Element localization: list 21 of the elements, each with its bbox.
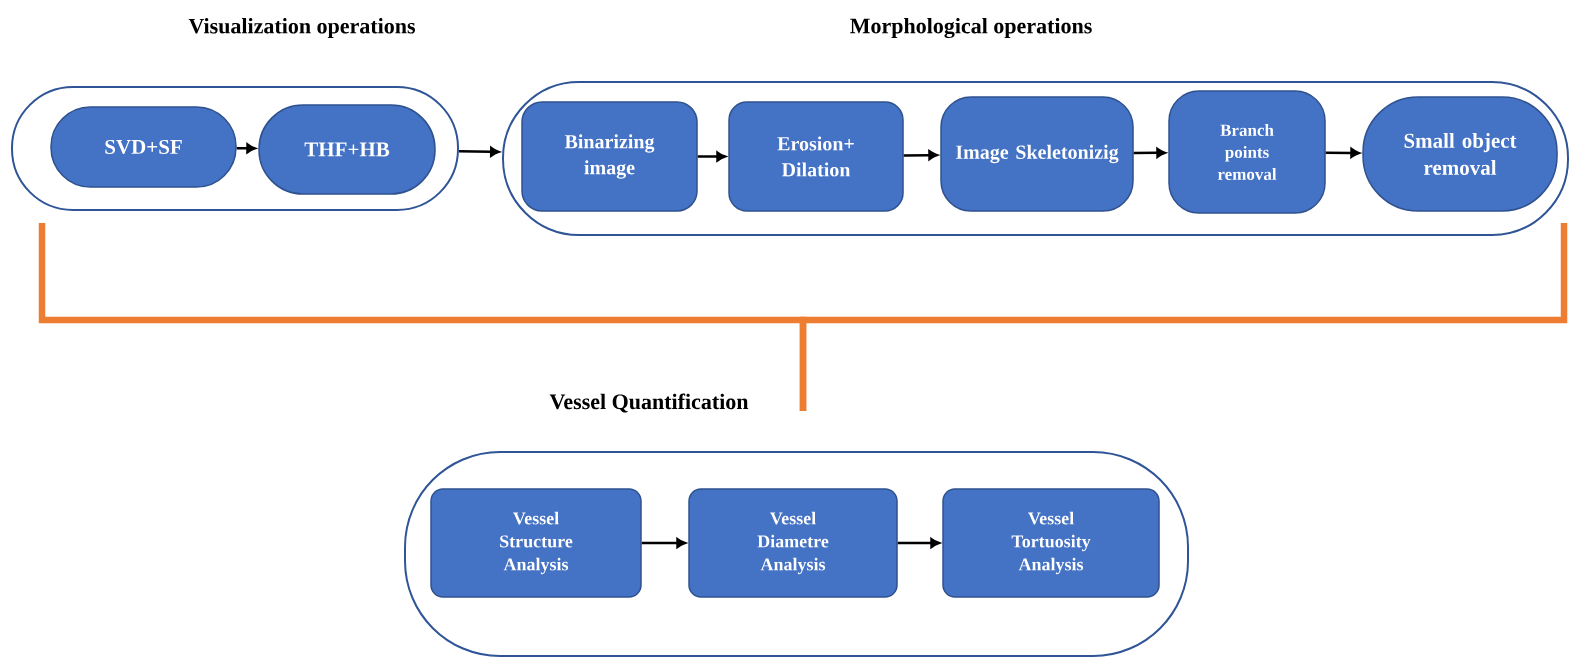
process-box: Vessel Structure Analysis	[430, 488, 642, 598]
process-box: Image Skeletonizig	[940, 96, 1134, 212]
group-heading: Morphological operations	[850, 17, 1092, 39]
arrow	[903, 150, 938, 161]
process-box: THF+HB	[258, 104, 436, 195]
group-heading: Visualization operations	[188, 18, 416, 38]
process-box: Small object removal	[1362, 96, 1558, 212]
process-box: SVD+SF	[50, 106, 237, 188]
process-box: Branch points removal	[1168, 90, 1326, 214]
process-box: Erosion+ Dilation	[728, 101, 904, 212]
arrow	[459, 146, 500, 157]
arrow	[1133, 147, 1166, 158]
process-box: Vessel Diametre Analysis	[688, 488, 898, 598]
arrow	[1325, 147, 1360, 159]
group-heading: Vessel Quantification	[549, 393, 749, 413]
arrow	[897, 537, 940, 549]
arrow	[641, 537, 686, 549]
process-box: Binarizing image	[521, 101, 698, 212]
process-box: Vessel Tortuosity Analysis	[942, 488, 1160, 598]
arrow	[697, 151, 726, 162]
arrow	[236, 143, 256, 154]
